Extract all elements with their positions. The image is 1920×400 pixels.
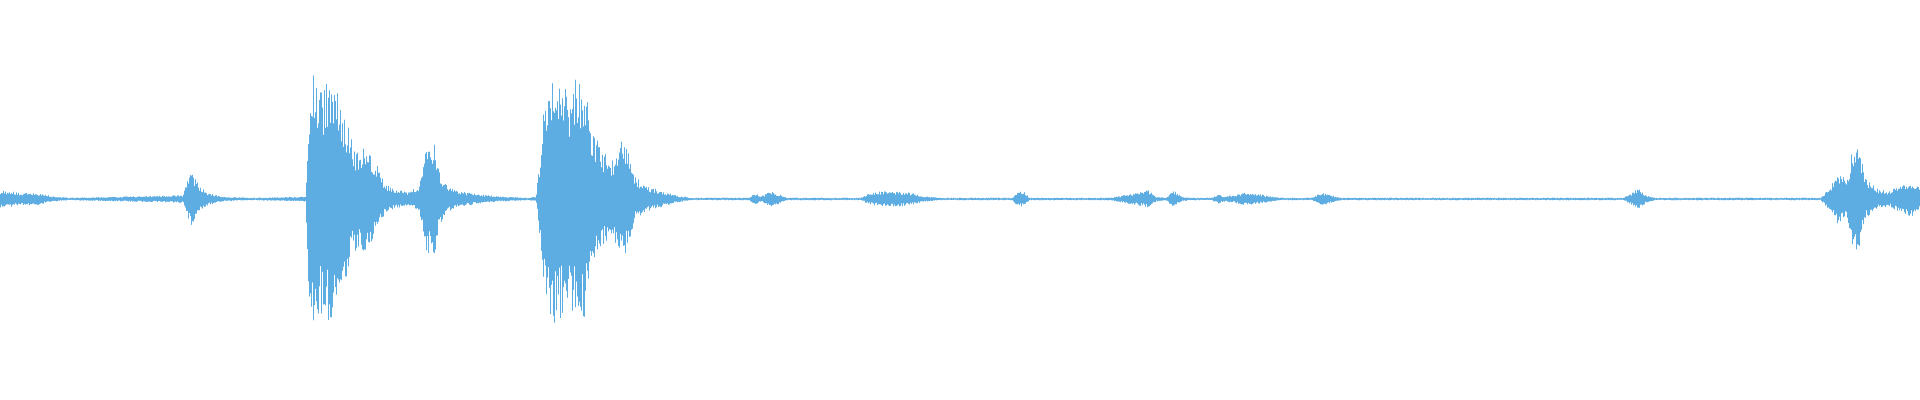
waveform-samples	[0, 75, 1920, 323]
